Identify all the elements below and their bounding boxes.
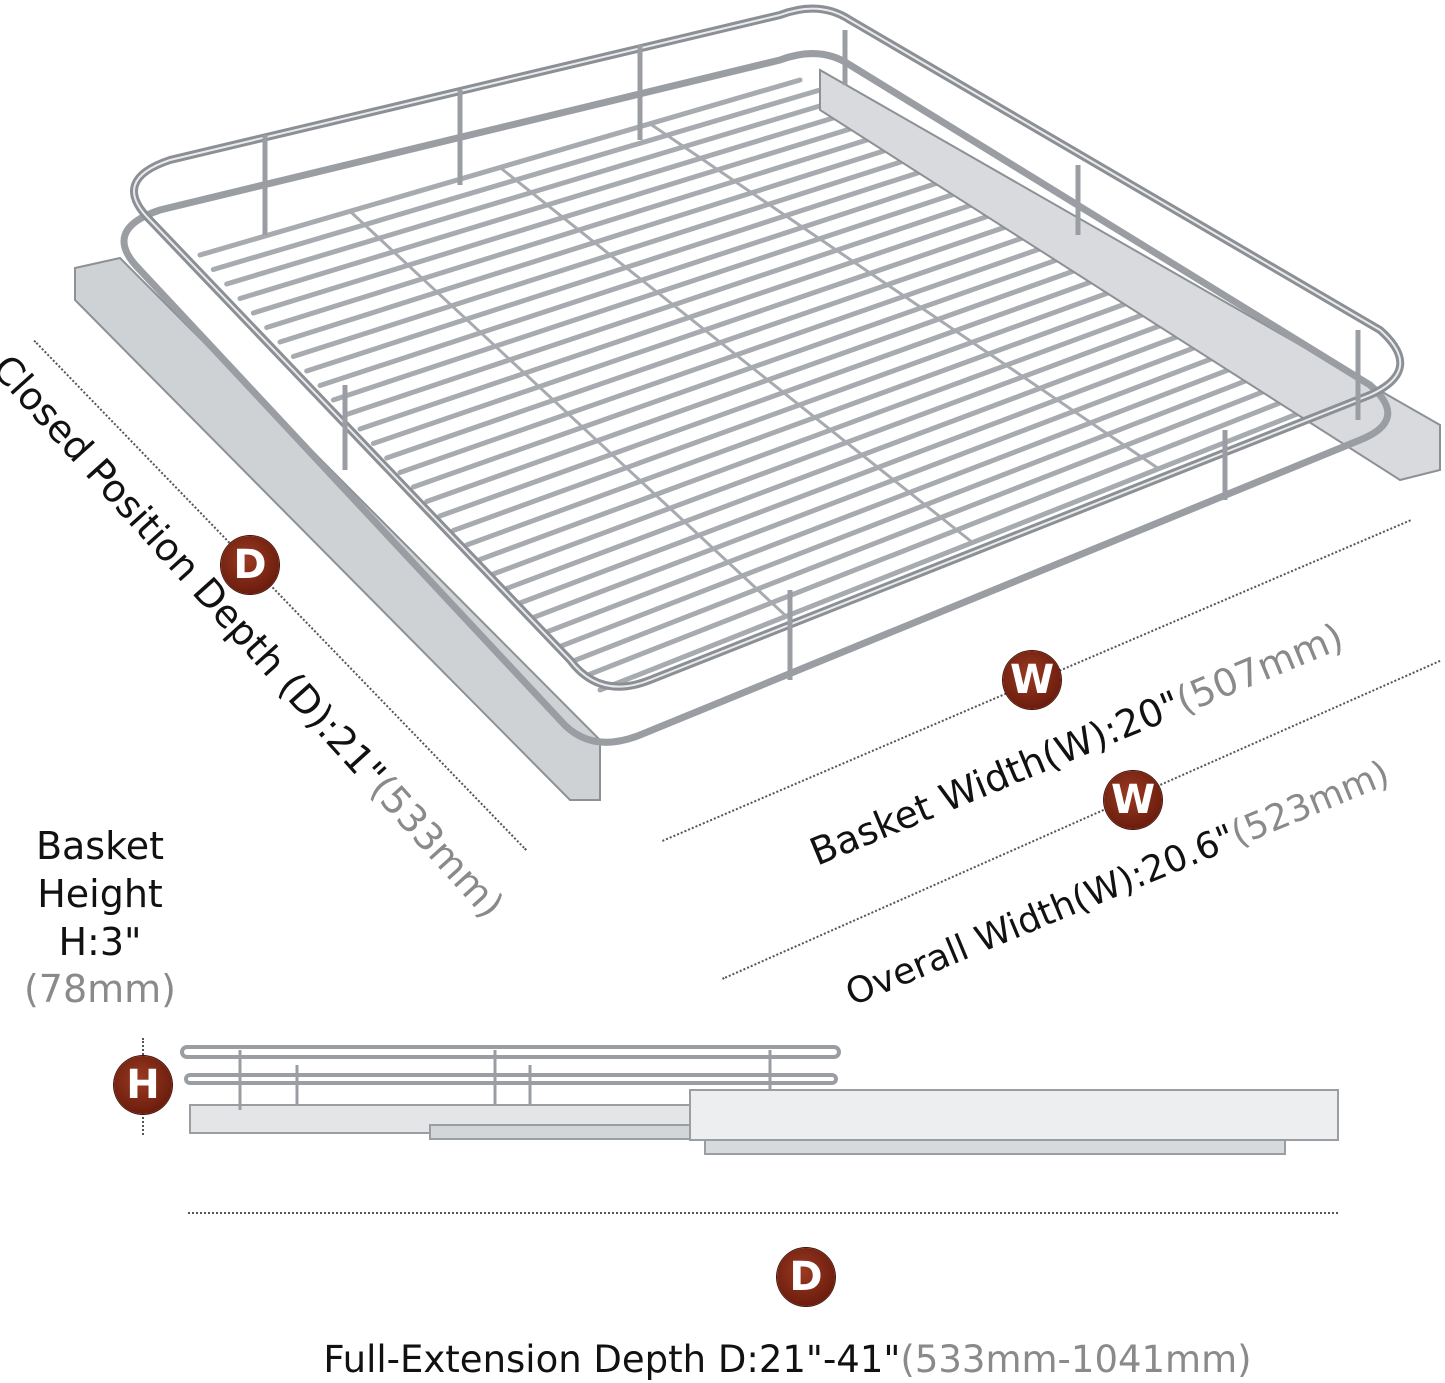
extension-depth-badge: D <box>777 1248 835 1306</box>
basket-posts <box>262 30 1361 680</box>
basket-height-line3: H:3" <box>58 920 142 964</box>
basket-height-line1: Basket <box>35 824 165 868</box>
basket-top-rim-highlight <box>133 7 1402 688</box>
floor-support-wire <box>648 122 1161 471</box>
extension-depth-label: Full-Extension Depth D:21"-41"(533mm-104… <box>0 1338 1445 1381</box>
basket-side-view <box>180 1045 1339 1155</box>
floor-support-wire <box>498 166 974 544</box>
basket-lower-rim <box>120 50 1392 746</box>
extension-depth-dimension-line <box>188 1212 1338 1214</box>
overall-width-badge: W <box>1104 771 1162 829</box>
extension-depth-metric: (533mm-1041mm) <box>900 1338 1252 1381</box>
left-slide-rail <box>74 256 601 801</box>
basket-height-metric: (78mm) <box>23 967 177 1011</box>
extension-depth-text: Full-Extension Depth D:21"-41" <box>323 1338 901 1381</box>
height-badge: H <box>114 1056 172 1114</box>
basket-width-badge: W <box>1003 651 1061 709</box>
floor-support-wire <box>348 209 788 618</box>
closed-depth-badge: D <box>221 536 279 594</box>
basket-height-line2: Height <box>37 872 163 916</box>
